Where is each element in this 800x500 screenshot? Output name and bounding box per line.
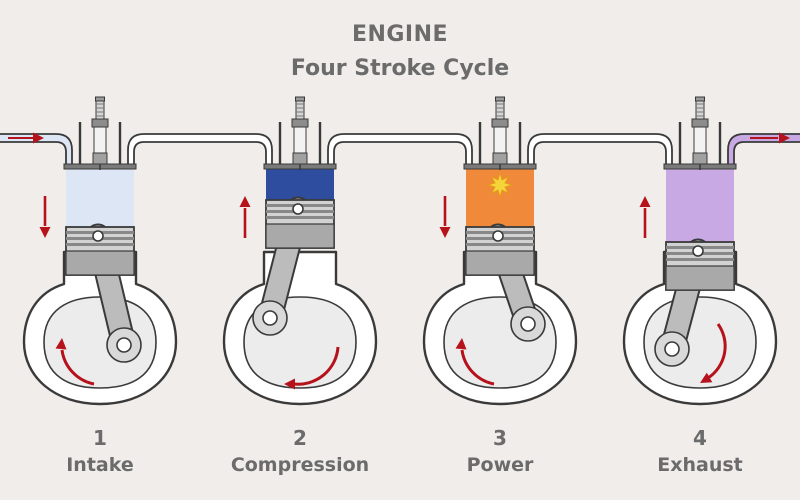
wrist-pin bbox=[92, 230, 104, 242]
engine-power-illustration bbox=[400, 96, 600, 406]
arrowhead-icon bbox=[39, 227, 51, 238]
wrist-pin bbox=[292, 203, 304, 215]
exhaust-port bbox=[127, 133, 200, 169]
combustion-chamber bbox=[66, 168, 134, 227]
crank-pin bbox=[116, 337, 132, 353]
intake-port bbox=[600, 133, 673, 169]
piston bbox=[665, 241, 735, 291]
arrowhead-icon bbox=[779, 132, 790, 144]
crank-pin bbox=[262, 310, 278, 326]
spark-icon bbox=[486, 171, 514, 199]
stage-number: 3 bbox=[493, 426, 507, 450]
stage-label: Exhaust bbox=[657, 454, 743, 476]
spark-plug-icon bbox=[491, 96, 509, 170]
piston bbox=[465, 226, 535, 276]
stage-compression: 2 Compression bbox=[200, 92, 400, 500]
stage-number: 1 bbox=[93, 426, 107, 450]
crank-rotation-arrow bbox=[60, 349, 95, 386]
exhaust-port bbox=[327, 133, 400, 169]
diagram-subtitle: Four Stroke Cycle bbox=[290, 56, 510, 81]
wrist-pin bbox=[492, 230, 504, 242]
diagram-title: ENGINE bbox=[351, 22, 449, 47]
stage-number: 4 bbox=[693, 426, 707, 450]
combustion-chamber bbox=[666, 168, 734, 242]
piston bbox=[265, 199, 335, 249]
exhaust-port bbox=[727, 133, 800, 169]
arrowhead-icon bbox=[239, 196, 251, 207]
stage-intake: 1 Intake bbox=[0, 92, 200, 500]
arrowhead-icon bbox=[439, 227, 451, 238]
crank-rotation-arrow bbox=[293, 346, 340, 386]
intake-port bbox=[400, 133, 473, 169]
arrowhead-icon bbox=[700, 372, 713, 383]
engine-compression-illustration bbox=[200, 96, 400, 406]
stage-number: 2 bbox=[293, 426, 307, 450]
arrowhead-icon bbox=[284, 378, 295, 390]
arrowhead-icon bbox=[639, 196, 651, 207]
crank-rotation-arrow bbox=[460, 349, 495, 386]
intake-port bbox=[200, 133, 273, 169]
arrowhead-icon bbox=[33, 132, 44, 144]
exhaust-port bbox=[527, 133, 600, 169]
engine-exhaust-illustration bbox=[600, 96, 800, 406]
crank-pin bbox=[520, 316, 536, 332]
stage-label: Compression bbox=[230, 454, 370, 476]
spark-plug-icon bbox=[691, 96, 709, 170]
crank-rotation-arrow bbox=[707, 323, 727, 380]
wrist-pin bbox=[692, 245, 704, 257]
stage-label: Power bbox=[466, 454, 534, 476]
engine-intake-illustration bbox=[0, 96, 200, 406]
arrowhead-icon bbox=[455, 338, 467, 350]
crank-pin bbox=[664, 341, 680, 357]
stage-power: 3 Power bbox=[400, 92, 600, 500]
stage-label: Intake bbox=[66, 454, 134, 476]
spark-plug-icon bbox=[91, 96, 109, 170]
arrowhead-icon bbox=[55, 338, 67, 350]
piston bbox=[65, 226, 135, 276]
stage-exhaust: 4 Exhaust bbox=[600, 92, 800, 500]
spark-plug-icon bbox=[291, 96, 309, 170]
combustion-chamber bbox=[266, 168, 334, 200]
